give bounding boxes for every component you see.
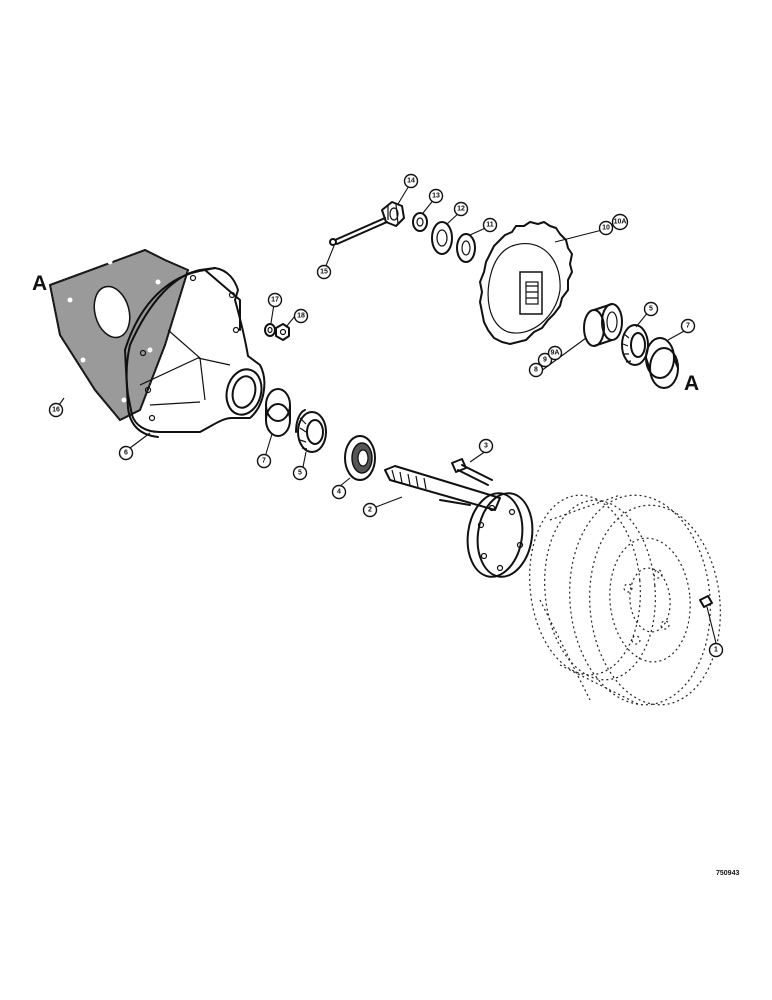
seal-part xyxy=(344,435,376,481)
svg-text:6: 6 xyxy=(124,450,128,457)
svg-text:14: 14 xyxy=(407,178,415,185)
sprocket-part xyxy=(479,221,573,345)
svg-text:11: 11 xyxy=(486,222,494,229)
callout-9a: 9A xyxy=(547,345,563,361)
callout-5: 5 xyxy=(292,465,308,481)
washer-12-part xyxy=(431,221,453,255)
nut-18-part xyxy=(275,323,290,341)
callout-16: 16 xyxy=(48,402,64,418)
svg-text:17: 17 xyxy=(271,297,279,304)
svg-text:10: 10 xyxy=(602,225,610,232)
callout-17: 17 xyxy=(267,292,283,308)
washer-11-part xyxy=(456,233,476,263)
svg-text:2: 2 xyxy=(368,507,372,514)
callout-18: 18 xyxy=(293,308,309,324)
bolt-part xyxy=(451,458,493,486)
svg-text:4: 4 xyxy=(337,489,341,496)
callout-12: 12 xyxy=(453,201,469,217)
bearing-cup-part xyxy=(265,388,291,437)
callout-5-upper: 5 xyxy=(643,301,659,317)
lock-washer-17-part xyxy=(264,323,276,337)
callout-7: 7 xyxy=(256,453,272,469)
hub-housing-part xyxy=(124,267,266,438)
view-letter-a-right: A xyxy=(684,372,699,395)
callout-14: 14 xyxy=(403,173,419,189)
leader-lines xyxy=(56,183,717,644)
svg-text:10A: 10A xyxy=(614,219,627,226)
svg-text:9A: 9A xyxy=(551,350,560,357)
svg-text:12: 12 xyxy=(457,206,465,213)
svg-text:9: 9 xyxy=(543,357,547,364)
callout-4: 4 xyxy=(331,484,347,500)
castle-nut-part xyxy=(381,201,405,227)
svg-text:18: 18 xyxy=(297,313,305,320)
cotter-pin-part xyxy=(329,217,388,246)
callout-10a: 10A xyxy=(611,213,629,231)
callout-6: 6 xyxy=(118,445,134,461)
bearing-cup-upper-part xyxy=(645,337,679,389)
callout-9: 9 xyxy=(537,352,553,368)
washer-13-part xyxy=(412,212,428,232)
svg-text:5: 5 xyxy=(298,470,302,477)
spacer-part xyxy=(583,303,623,347)
callout-8: 8 xyxy=(528,362,544,378)
svg-text:3: 3 xyxy=(484,443,488,450)
bearing-cone-upper-part xyxy=(621,324,649,366)
callout-13: 13 xyxy=(428,188,444,204)
callout-1: 1 xyxy=(708,642,724,658)
view-letter-a-left: A xyxy=(32,272,47,295)
gasket-part xyxy=(48,248,190,422)
callout-15: 15 xyxy=(316,264,332,280)
callout-7-upper: 7 xyxy=(680,318,696,334)
svg-text:13: 13 xyxy=(432,193,440,200)
svg-text:7: 7 xyxy=(686,323,690,330)
svg-text:1: 1 xyxy=(714,647,718,654)
wheel-part xyxy=(529,494,721,706)
callout-11: 11 xyxy=(482,217,498,233)
svg-text:5: 5 xyxy=(649,306,653,313)
callout-10: 10 xyxy=(598,220,614,236)
callout-2: 2 xyxy=(362,502,378,518)
bearing-cone-part xyxy=(295,409,327,453)
figure-number: 750943 xyxy=(716,870,739,877)
svg-text:15: 15 xyxy=(320,269,328,276)
callout-3: 3 xyxy=(478,438,494,454)
svg-text:7: 7 xyxy=(262,458,266,465)
svg-text:16: 16 xyxy=(52,407,60,414)
axle-shaft-part xyxy=(384,465,534,578)
svg-text:8: 8 xyxy=(534,367,538,374)
